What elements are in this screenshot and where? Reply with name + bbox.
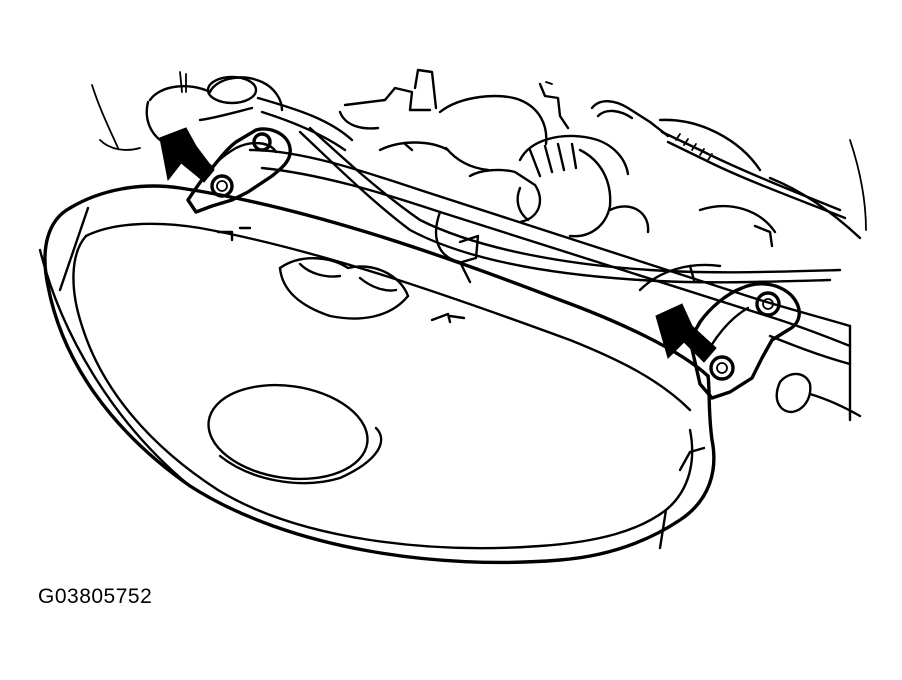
right-pointer-arrow bbox=[655, 303, 717, 363]
engine-bay-background bbox=[91, 68, 867, 292]
left-pointer-arrow bbox=[159, 127, 215, 183]
headlight-housing bbox=[38, 184, 716, 565]
figure-code: G03805752 bbox=[38, 585, 153, 608]
